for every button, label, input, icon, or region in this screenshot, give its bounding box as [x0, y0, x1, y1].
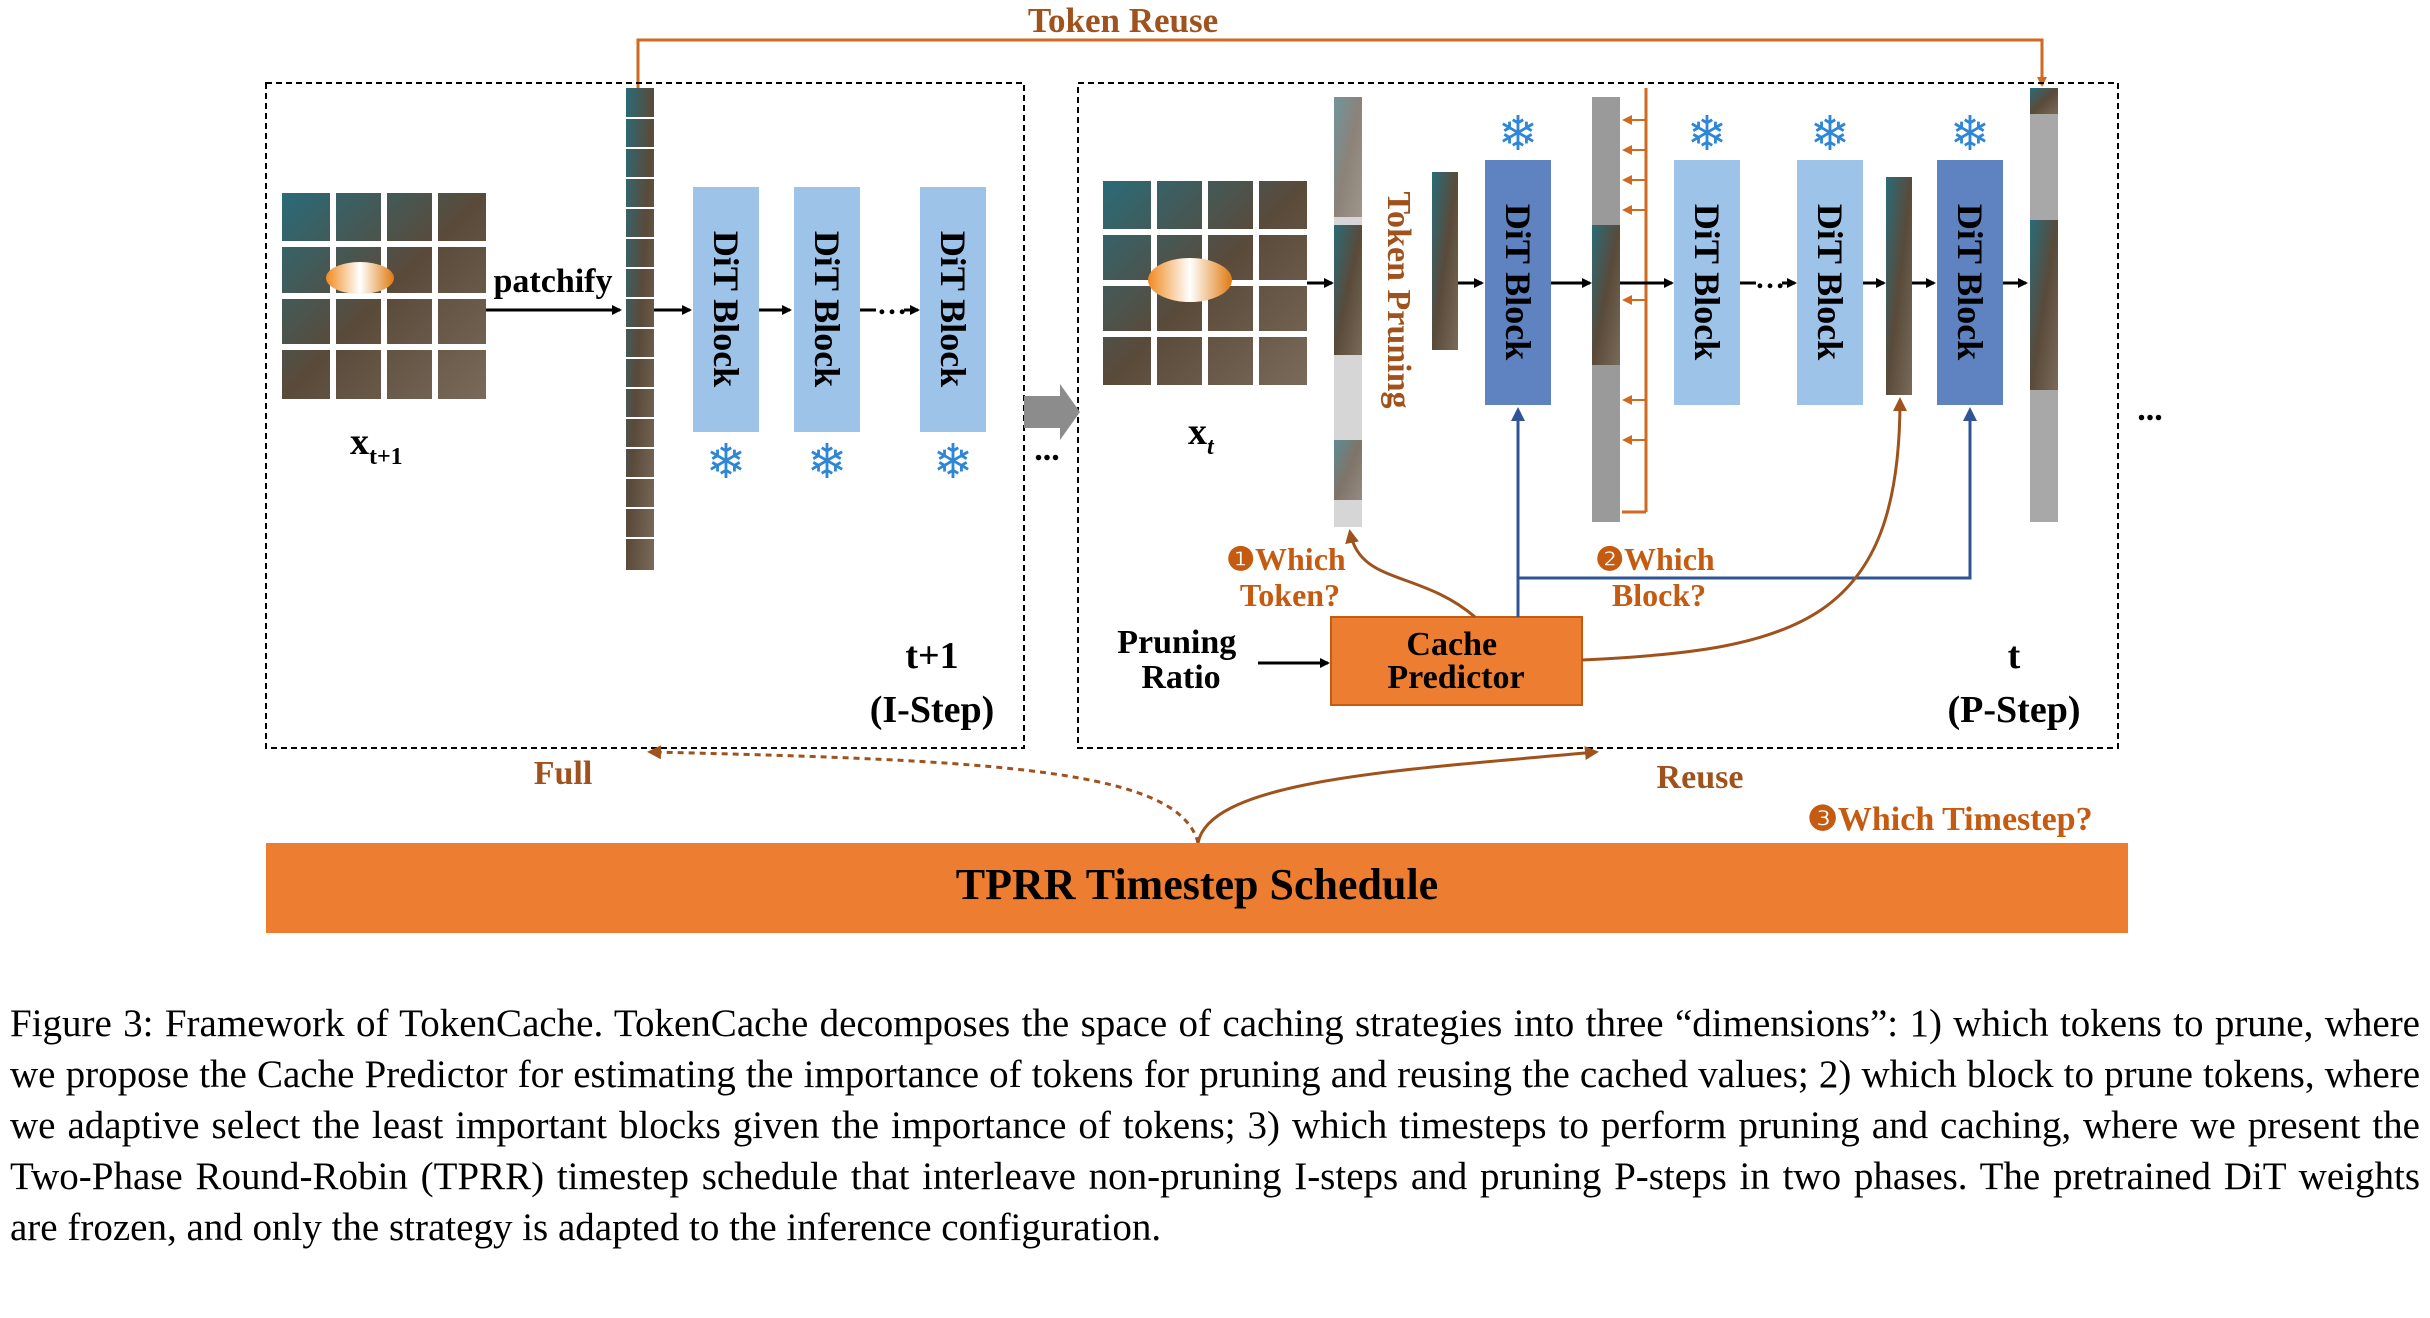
token-pruning-label: Token Pruning: [1380, 192, 1417, 409]
cache-predictor-label: Cache Predictor: [1387, 626, 1524, 696]
svg-text:❄: ❄: [706, 436, 746, 489]
pruning-ratio-label: Pruning Ratio: [1117, 624, 1245, 696]
figure-caption: Figure 3: Framework of TokenCache. Token…: [10, 1002, 2420, 1249]
svg-text:❄: ❄: [1498, 108, 1538, 161]
dit-block-p-4: [1937, 160, 2003, 405]
svg-text:❄: ❄: [807, 436, 847, 489]
dit-block-i-1-label: DiT Block: [706, 231, 746, 387]
tprr-schedule-bar: [266, 843, 2128, 933]
token-column-pruned-2: [1886, 177, 1912, 395]
which-token-arrow: [1345, 529, 1476, 619]
token-column-i-step: [626, 88, 654, 570]
dit-block-i-2-label: DiT Block: [807, 231, 847, 387]
x-t-label: xt: [1188, 411, 1215, 460]
reuse-label: Reuse: [1657, 759, 1744, 796]
p-step-num: t: [2008, 635, 2021, 677]
full-arrow: [647, 745, 1200, 844]
svg-text:❄: ❄: [1687, 108, 1727, 161]
dit-block-p-4-label: DiT Block: [1950, 204, 1990, 360]
ellipsis-middle: ...: [1034, 431, 1060, 468]
p-step-name: (P-Step): [1948, 689, 2081, 731]
dit-block-i-3-label: DiT Block: [933, 231, 973, 387]
token-column-pruned: [1432, 172, 1458, 350]
dit-block-i-1: [693, 187, 759, 432]
dit-block-i-3: [920, 187, 986, 432]
dit-block-i-2: [794, 187, 860, 432]
tprr-schedule-label: TPRR Timestep Schedule: [956, 860, 1438, 909]
token-reuse-arrow: [636, 38, 2047, 88]
token-column-final: [2030, 88, 2058, 522]
svg-text:❄: ❄: [1810, 108, 1850, 161]
which-token-label: ❶Which Token?: [1226, 541, 1353, 613]
reuse-arrow: [1196, 746, 1599, 844]
which-timestep-label: ❸Which Timestep?: [1807, 801, 2092, 838]
dit-block-p-3-label: DiT Block: [1810, 204, 1850, 360]
dit-block-p-2: [1674, 160, 1740, 405]
which-block-label: ❷Which Block?: [1595, 541, 1722, 613]
dit-block-p-3: [1797, 160, 1863, 405]
snowflake-icon: ❄ ❄ ❄ ❄: [1498, 108, 1990, 161]
token-column-cached: [1592, 97, 1620, 522]
dit-block-p-2-label: DiT Block: [1687, 204, 1727, 360]
svg-text:❄: ❄: [1950, 108, 1990, 161]
dit-block-p-1: [1485, 160, 1551, 405]
full-label: Full: [534, 755, 593, 792]
x-t-plus-1-label: xt+1: [350, 421, 403, 470]
ellipsis-right: ...: [2137, 391, 2163, 428]
svg-text:…: …: [877, 288, 907, 321]
framework-diagram: Token Reuse xt+1 patchify DiT Block DiT …: [265, 1, 2163, 933]
i-step-num: t+1: [905, 635, 958, 677]
i-step-name: (I-Step): [870, 689, 995, 731]
transition-arrow: [1024, 384, 1080, 440]
patchify-label: patchify: [494, 263, 613, 300]
svg-text:…: …: [1755, 262, 1785, 295]
cache-predictor-box: [1330, 616, 1583, 706]
image-grid-t: [1103, 181, 1307, 385]
token-column-pre-pruning: [1334, 97, 1362, 527]
svg-text:❄: ❄: [933, 436, 973, 489]
dit-block-p-1-label: DiT Block: [1498, 204, 1538, 360]
snowflake-icon: ❄ ❄ ❄: [706, 436, 973, 489]
token-reuse-label: Token Reuse: [1028, 1, 1218, 40]
image-grid-t-plus-1: [282, 193, 486, 399]
